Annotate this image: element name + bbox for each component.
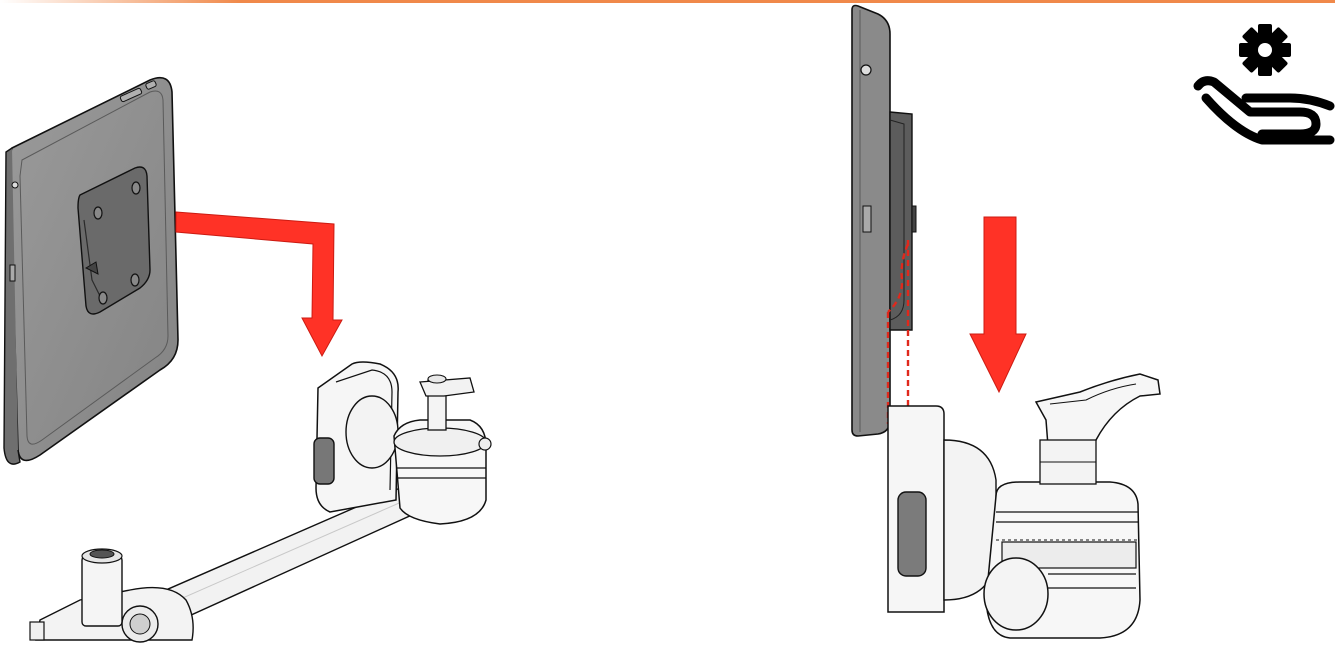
base-clamp: [29, 548, 194, 643]
placement-arrow-bent: [175, 211, 343, 358]
right-step-panel: [851, 4, 1161, 639]
tablet-back-view: [3, 76, 179, 465]
placement-arrow-down: [969, 216, 1027, 394]
tablet-side-view: [851, 4, 917, 437]
vesa-plate: [77, 166, 151, 315]
clamp-side-view: [887, 373, 1161, 639]
left-step-panel: [3, 76, 492, 643]
clamp-mount: [313, 361, 492, 525]
accent-bar: [0, 0, 1335, 3]
hand-gear-icon: [1193, 24, 1335, 145]
